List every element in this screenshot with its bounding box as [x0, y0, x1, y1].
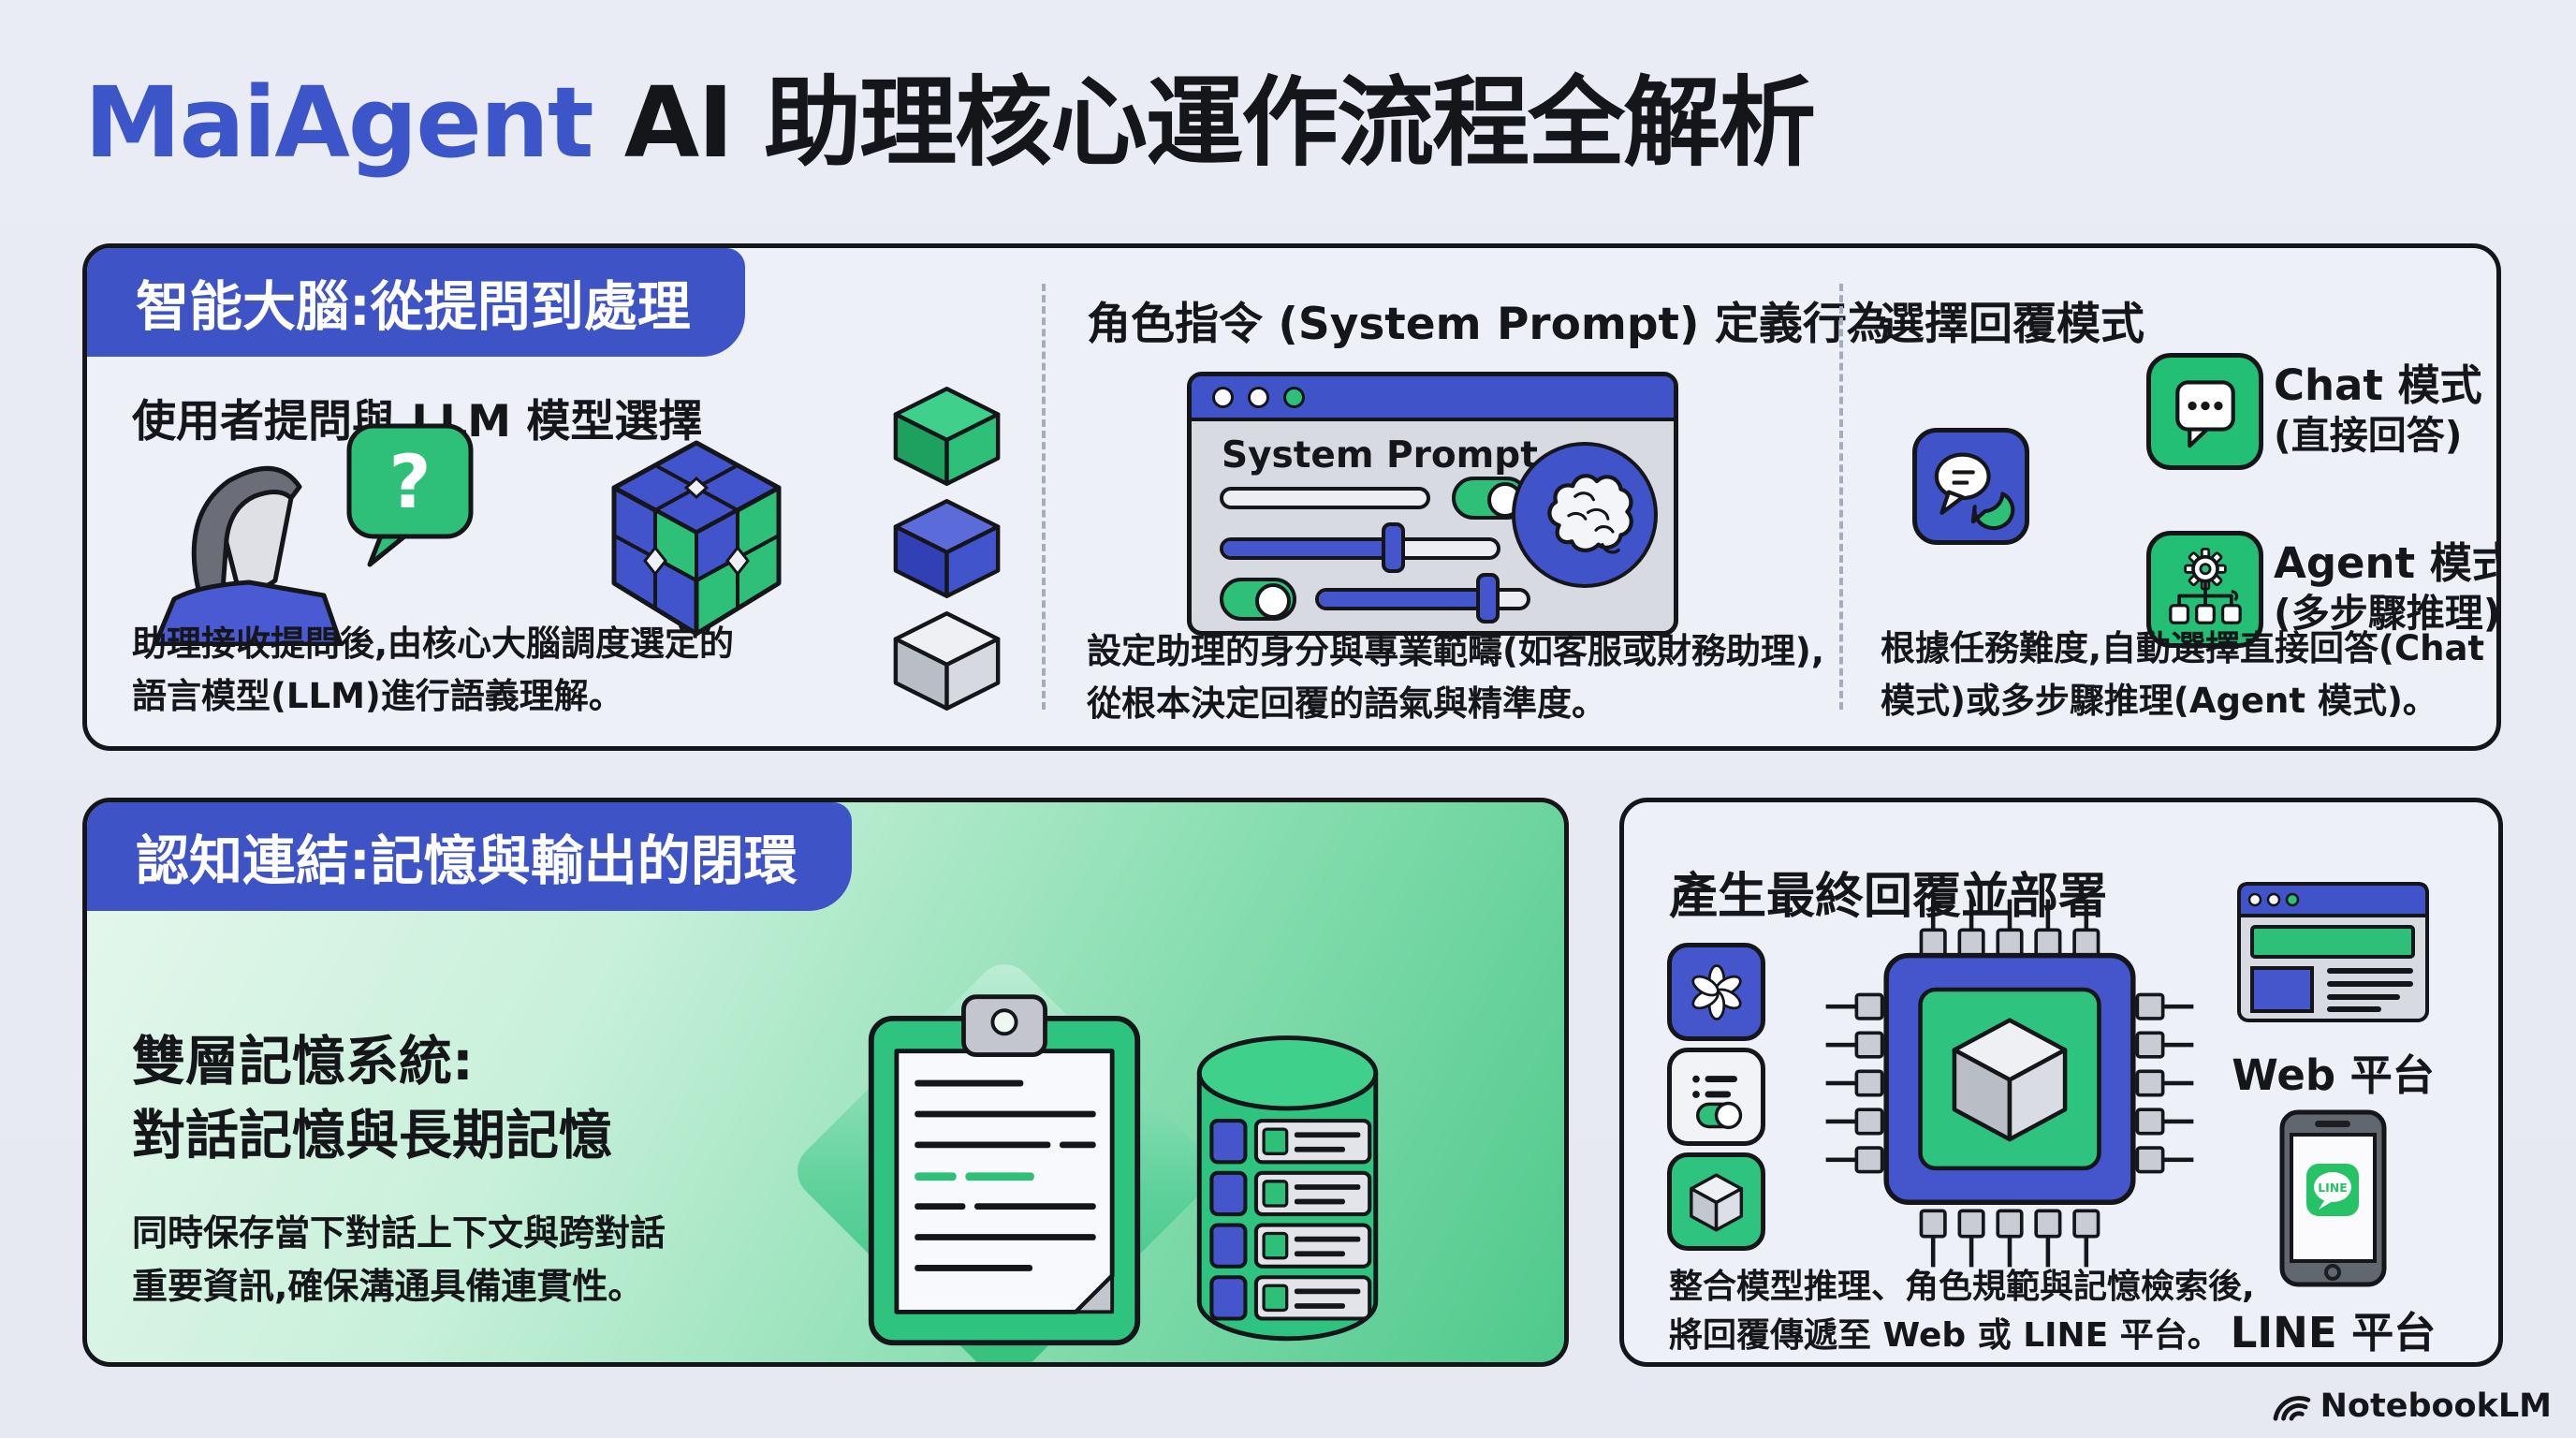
panel-brain: 智能大腦:從提問到處理 使用者提問與 LLM 模型選擇 ?: [82, 243, 2501, 751]
window-dot-icon: [1248, 386, 1269, 408]
slider-track: [1220, 537, 1500, 560]
clipboard-icon: [868, 994, 1141, 1346]
cpu-chip-icon: [1825, 899, 2194, 1268]
caption-line: 重要資訊,確保溝通具備連貫性。: [132, 1266, 644, 1307]
deploy-caption: 整合模型推理、角色規範與記憶檢索後, 將回覆傳遞至 Web 或 LINE 平台。: [1669, 1263, 2255, 1360]
model-cube-stack: [890, 385, 1004, 712]
caption-line: 助理接收提問後,由核心大腦調度選定的: [132, 624, 735, 664]
question-bubble-icon: ?: [346, 423, 474, 567]
setting-toggle-on[interactable]: [1220, 578, 1296, 621]
agent-mode-sub: (多步驟推理): [2274, 590, 2501, 636]
caption-line: 將回覆傳遞至 Web 或 LINE 平台。: [1669, 1316, 2221, 1356]
caption-line: 同時保存當下對話上下文與跨對話: [132, 1212, 666, 1254]
page-title-rest: AI 助理核心運作流程全解析: [592, 66, 1816, 180]
agent-mode-labels: Agent 模式 (多步驟推理): [2274, 538, 2501, 637]
page-title: MaiAgent AI 助理核心運作流程全解析: [84, 43, 1816, 184]
settings-toggle-icon: [1667, 1048, 1765, 1146]
chat-mode-labels: Chat 模式 (直接回答): [2274, 360, 2482, 459]
caption-reply-mode: 根據任務難度,自動選擇直接回答(Chat 模式)或多步驟推理(Agent 模式)…: [1881, 623, 2484, 726]
database-icon: [1196, 1035, 1379, 1342]
question-mark-glyph: ?: [388, 441, 431, 525]
footer-logo-text: NotebookLM: [2320, 1387, 2552, 1425]
model-cube-gray-icon: [893, 611, 1001, 711]
caption-line: 模式)或多步驟推理(Agent 模式)。: [1881, 680, 2437, 721]
agent-mode-label: Agent 模式: [2274, 538, 2501, 588]
memory-caption: 同時保存當下對話上下文與跨對話 重要資訊,確保溝通具備連貫性。: [132, 1207, 666, 1313]
memory-heading-line: 對話記憶與長期記憶: [132, 1104, 612, 1167]
heading-system-prompt: 角色指令 (System Prompt) 定義行為: [1087, 299, 1891, 350]
line-platform-label: LINE 平台: [2230, 1308, 2437, 1357]
brain-badge: [1512, 442, 1658, 588]
setting-track[interactable]: [1220, 487, 1430, 509]
phone-icon: LINE: [2279, 1109, 2387, 1287]
notebooklm-logo-icon: [2273, 1396, 2310, 1421]
line-app-icon: LINE: [2306, 1164, 2359, 1216]
slider-handle[interactable]: [1476, 573, 1500, 624]
web-platform-label: Web 平台: [2232, 1050, 2435, 1100]
window-dot-icon: [1283, 386, 1305, 408]
caption-line: 語言模型(LLM)進行語義理解。: [132, 675, 623, 716]
agent-mode-icon: [2146, 531, 2263, 648]
chat-mode-sub: (直接回答): [2274, 412, 2463, 458]
slider-fill: [1319, 592, 1486, 607]
model-cube-green-icon: [893, 387, 1001, 486]
caption-line: 整合模型推理、角色規範與記憶檢索後,: [1669, 1268, 2255, 1306]
window-titlebar: [1192, 376, 1674, 421]
system-prompt-title: System Prompt: [1222, 434, 1538, 477]
deploy-heading: 產生最終回覆並部署: [1669, 869, 2108, 925]
user-avatar-icon: [153, 466, 344, 646]
system-prompt-window: System Prompt: [1187, 372, 1678, 636]
caption-system-prompt: 設定助理的身分與專業範疇(如客服或財務助理), 從根本決定回覆的語氣與精準度。: [1087, 625, 1824, 729]
chat-mode-icon: [2146, 353, 2263, 470]
caption-line: 根據任務難度,自動選擇直接回答(Chat: [1881, 628, 2485, 668]
section-badge-memory: 認知連結:記憶與輸出的閉環: [87, 802, 852, 911]
chat-mode-label: Chat 模式: [2274, 360, 2482, 410]
heading-reply-mode: 選擇回覆模式: [1881, 299, 2144, 350]
llm-core-cube-icon: [611, 440, 782, 637]
web-browser-icon: [2237, 882, 2429, 1022]
column-divider: [1042, 284, 1046, 710]
database-rows: [1209, 1119, 1372, 1321]
panel-deploy: 產生最終回覆並部署: [1619, 798, 2503, 1367]
footer-credit: NotebookLM: [2272, 1387, 2552, 1425]
brain-icon: [1547, 474, 1633, 554]
memory-heading: 雙層記憶系統: 對話記憶與長期記憶: [132, 1025, 612, 1172]
toggle-knob: [1255, 583, 1291, 619]
brand-name: MaiAgent: [84, 66, 594, 180]
caption-line: 設定助理的身分與專業範疇(如客服或財務助理),: [1087, 631, 1824, 671]
caption-line: 從根本決定回覆的語氣與精準度。: [1087, 682, 1606, 724]
slider-fill: [1223, 541, 1394, 556]
line-badge-text: LINE: [2318, 1181, 2348, 1195]
window-dot-icon: [1212, 386, 1234, 408]
chat-bubbles-icon: [1912, 428, 2029, 545]
model-cube-blue-icon: [893, 499, 1001, 598]
slider-handle[interactable]: [1382, 522, 1405, 573]
cube-app-icon: [1667, 1152, 1765, 1251]
openai-icon: [1667, 943, 1765, 1041]
section-badge-brain: 智能大腦:從提問到處理: [87, 248, 745, 357]
memory-heading-line: 雙層記憶系統:: [132, 1031, 474, 1093]
column-divider: [1839, 284, 1843, 710]
panel-memory: 認知連結:記憶與輸出的閉環 雙層記憶系統: 對話記憶與長期記憶 同時保存當下對話…: [82, 798, 1569, 1367]
caption-user-llm: 助理接收提問後,由核心大腦調度選定的 語言模型(LLM)進行語義理解。: [132, 618, 734, 722]
